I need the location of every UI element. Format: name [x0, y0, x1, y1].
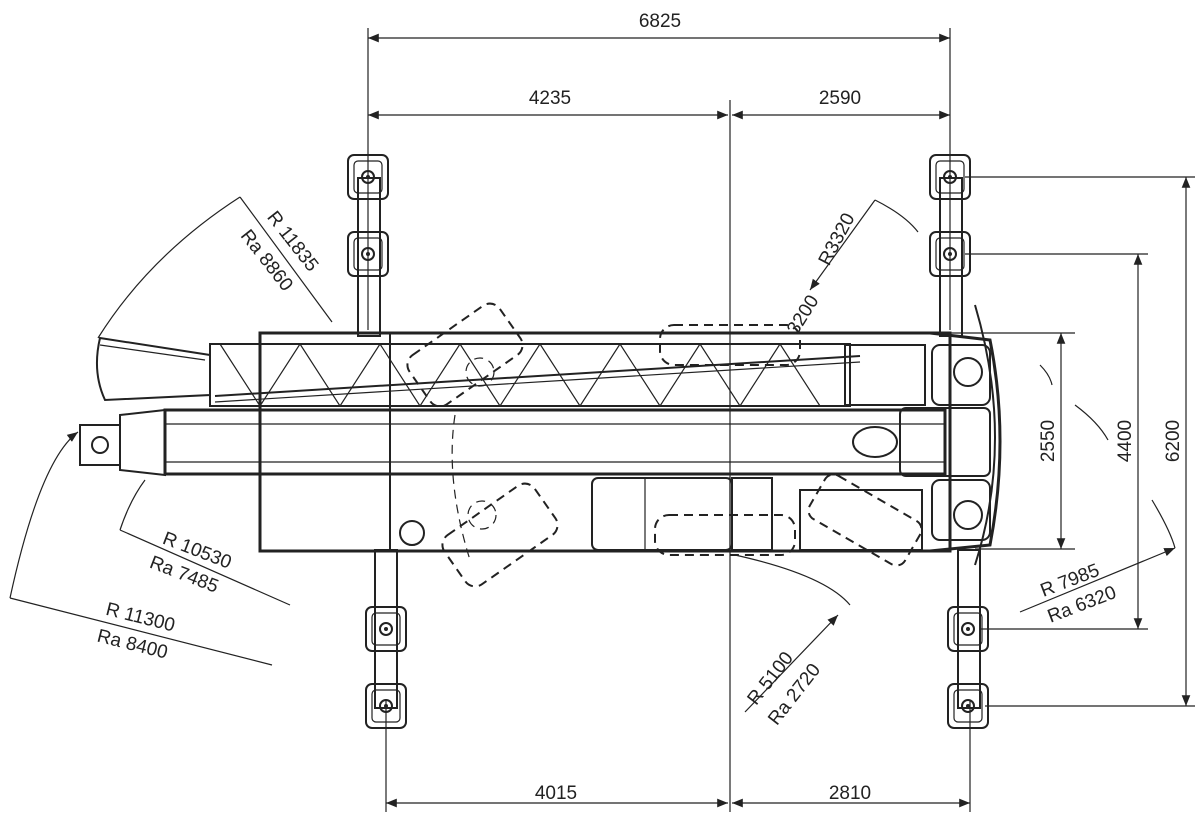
- outriggers: [347, 154, 989, 729]
- dimension-lines: [368, 33, 1191, 808]
- dimension-labels: 6825 4235 2590 4015 2810 2550 4400 6200: [529, 11, 1184, 804]
- dim-top-right: 2590: [819, 88, 861, 109]
- boom-and-jib: [79, 336, 991, 477]
- swing-radius-arcs: [9, 196, 1176, 713]
- dim-top-overall: 6825: [639, 11, 681, 32]
- reference-lines: [367, 28, 1195, 812]
- dim-top-left: 4235: [529, 88, 571, 109]
- dim-bottom-right: 2810: [829, 783, 871, 804]
- dim-right-outer: 6200: [1163, 420, 1184, 462]
- dim-bottom-left: 4015: [535, 783, 577, 804]
- radius-tail-swing: R3320: [815, 210, 860, 269]
- dashed-positions: [406, 302, 923, 588]
- dim-right-middle: 4400: [1115, 420, 1136, 462]
- dim-right-inner: 2550: [1038, 420, 1059, 462]
